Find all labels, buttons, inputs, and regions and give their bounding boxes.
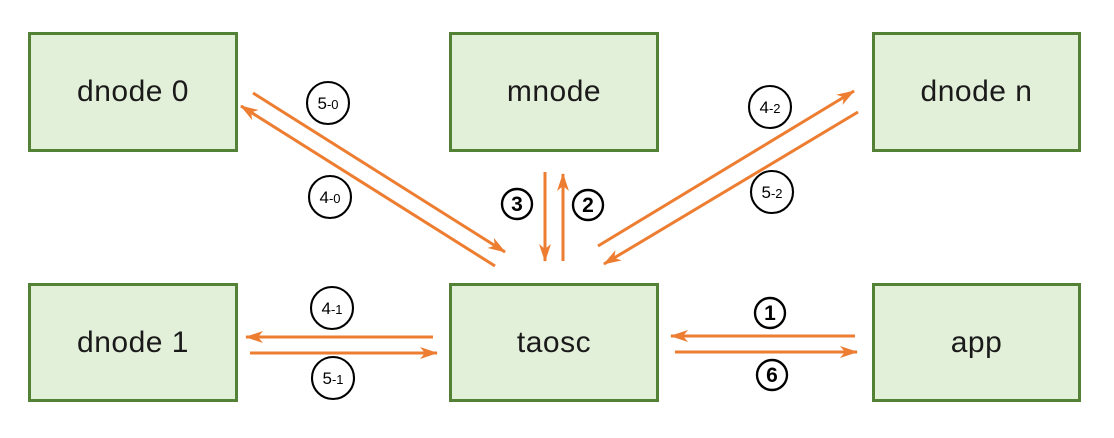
edge-label-text: 4-1 [321,299,342,318]
edge-label-text: 5-2 [761,183,782,202]
edge-label-circle [305,80,351,126]
edge-label-circle [747,84,793,130]
edge-label-circle [753,296,787,330]
edge-label-circle [500,187,534,221]
node-app: app [872,283,1081,402]
node-label-dnode-1: dnode 1 [77,325,189,359]
edge-label-circle [571,188,605,222]
edge-label-2: 2 [571,188,605,222]
node-label-taosc: taosc [516,325,592,359]
edge-label-circle [307,174,353,220]
edge-label-text: 6 [766,364,778,387]
edge-label-5-2: 5-2 [749,169,795,215]
edge-label-text: 2 [582,194,594,217]
node-label-dnode-0: dnode 0 [77,75,189,108]
edge-label-text: 4-2 [759,98,780,117]
edge-label-text: 1 [764,302,776,325]
edge-label-1: 1 [753,296,787,330]
node-label-dnode-n: dnode n [920,75,1033,108]
node-label-mnode: mnode [506,75,602,108]
edge-label-5-0: 5-0 [305,80,351,126]
edge-label-circle [755,358,789,392]
edge-label-3: 3 [500,187,534,221]
edge-label-5-1: 5-1 [310,355,356,401]
edge-label-circle [749,169,795,215]
node-label-app: app [950,325,1003,359]
edge-label-text: 5-0 [317,94,338,113]
node-dnode-1: dnode 1 [28,283,238,402]
edge-label-4-1: 4-1 [309,285,355,331]
node-mnode: mnode [449,32,659,152]
edge-label-text: 3 [511,193,523,216]
edge-label-6: 6 [755,358,789,392]
edge-label-4-2: 4-2 [747,84,793,130]
node-dnode-0: dnode 0 [28,32,238,152]
edge-label-circle [310,355,356,401]
node-dnode-n: dnode n [872,32,1081,152]
edge-label-circle [309,285,355,331]
edge-label-4-0: 4-0 [307,174,353,220]
node-taosc: taosc [449,283,659,402]
edge-label-text: 5-1 [322,369,343,388]
edge-label-text: 4-0 [319,188,340,207]
